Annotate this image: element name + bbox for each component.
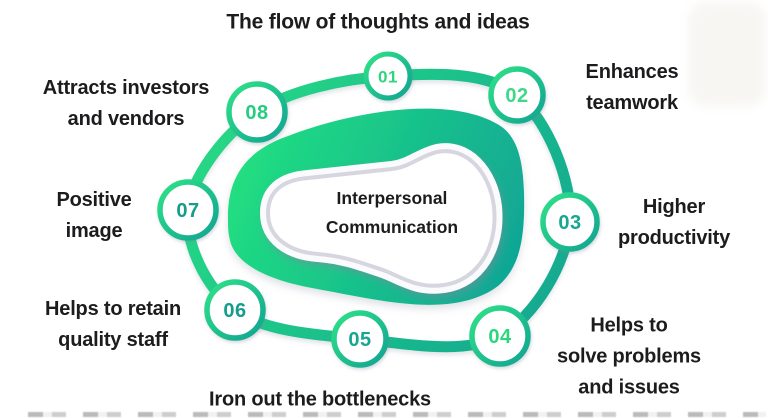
node-circle-06 [204,279,266,341]
center-label-line2: Communication [325,217,459,237]
item-label-02: Enhances teamwork [585,61,679,114]
node-number-01: 01 [378,68,398,87]
corner-artifact [688,2,766,106]
node-number-02: 02 [505,85,528,107]
node-circle-04 [469,305,531,367]
node-circle-07 [157,179,219,241]
node-number-05: 05 [348,329,371,351]
item-label-07: Positive image [56,189,132,242]
node-circle-01 [363,51,413,101]
item-label-03: Higher productivity [617,196,731,249]
center-blob-inner [265,149,497,288]
node-number-03: 03 [558,212,581,234]
node-circle-02 [488,66,546,124]
node-number-06: 06 [223,300,246,322]
diagram-title: The flow of thoughts and ideas [226,10,530,34]
center-label: Interpersonal Communication [326,184,458,242]
node-number-04: 04 [488,326,512,348]
item-label-08: Attracts investors and vendors [42,77,210,130]
node-circle-03 [540,192,600,252]
node-circle-08 [226,81,288,143]
item-label-05: Iron out the bottlenecks [209,388,431,411]
node-circle-05 [331,310,389,368]
node-number-08: 08 [245,102,268,124]
numbered-nodes: 01 02 03 04 05 06 07 08 [157,51,600,368]
node-number-07: 07 [176,200,199,222]
center-label-line1: Interpersonal [336,188,448,208]
cropped-text-artifact [28,412,766,417]
item-label-04: Helps to solve problems and issues [557,314,701,399]
item-label-06: Helps to retain quality staff [45,298,181,351]
